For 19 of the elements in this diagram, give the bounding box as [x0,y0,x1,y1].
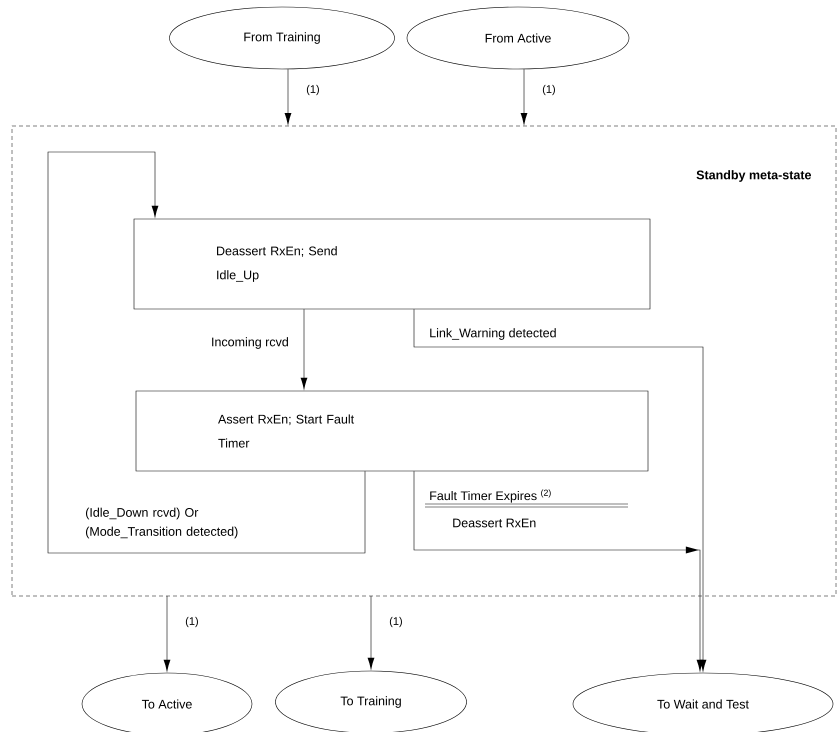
state-box: Deassert RxEn; Send Idle_Up [134,218,650,310]
edge-label: (1) [186,616,198,628]
arrow [164,596,170,672]
edge-label: (1) [306,84,319,96]
arrow [48,152,366,554]
arrow [284,69,292,125]
edge-label: Fault Timer Expires $^{(2)}$ [430,489,551,503]
action-text: Deassert RxEn [453,518,536,528]
arrow [414,309,706,672]
edge-label: Link_Warning detected [430,328,556,340]
edge-label: (Idle_Down rcvd) Or (Mode_Transition detected) [86,508,238,538]
arrow [368,596,374,670]
edge-label: (1) [390,616,402,628]
arrow [520,69,528,125]
arrow [414,471,704,672]
edge-label: Incoming rcvd [212,337,288,349]
state-box: Assert RxEn; Start Fault Timer [136,390,648,472]
edge-label: (1) [542,84,555,96]
arrow [300,309,308,390]
